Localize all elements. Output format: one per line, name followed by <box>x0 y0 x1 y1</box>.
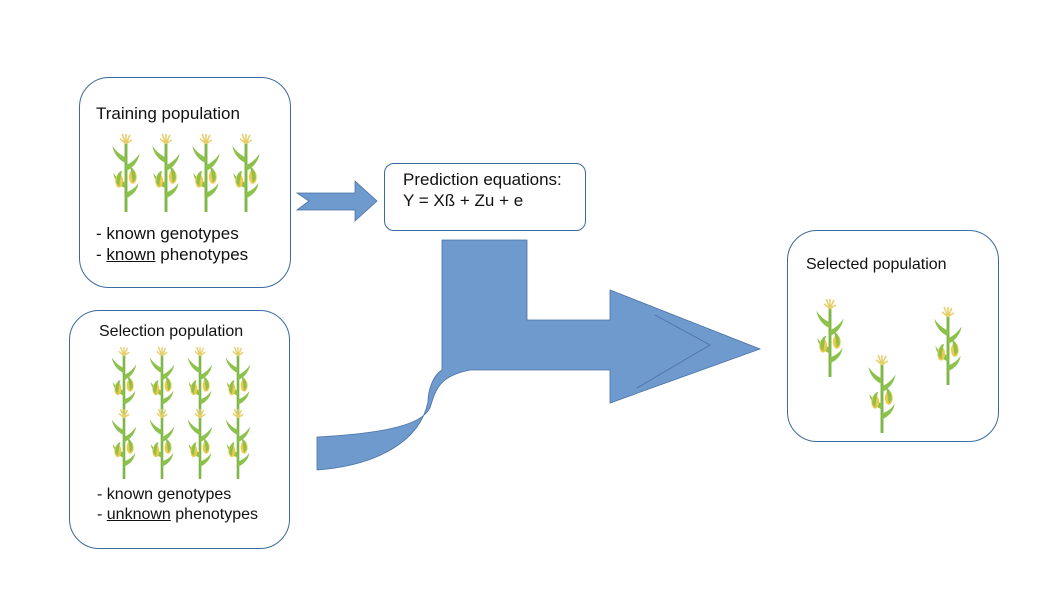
corn-plant-icon <box>110 134 142 212</box>
selection-population-box: Selection population - known genotypes -… <box>69 310 290 549</box>
corn-plant-icon <box>186 347 214 417</box>
selection-curve-arrow <box>316 239 762 471</box>
training-population-box: Training population - known genotypes - … <box>79 77 291 288</box>
training-to-equations-arrow <box>295 180 378 222</box>
selected-corn-plants <box>814 299 964 433</box>
corn-plant-icon <box>230 134 262 212</box>
selection-genotypes-text: - known genotypes <box>97 486 232 503</box>
training-genotypes-text: - known genotypes <box>96 224 239 243</box>
selection-phenotypes-prefix: - <box>97 506 107 523</box>
corn-plant-icon <box>110 347 138 417</box>
prediction-equations-title: Prediction equations: <box>403 170 562 189</box>
corn-plant-icon <box>148 409 176 479</box>
corn-plant-icon <box>866 355 898 433</box>
corn-plant-icon <box>224 409 252 479</box>
prediction-equations-box: Prediction equations: Y = Xß + Zu + e <box>384 163 586 231</box>
training-phenotypes-prefix: - <box>96 245 107 264</box>
selection-phenotypes-suffix: phenotypes <box>170 506 259 523</box>
selection-population-title: Selection population <box>99 323 244 340</box>
corn-plant-icon <box>190 134 222 212</box>
corn-plant-icon <box>814 299 846 377</box>
training-population-title: Training population <box>96 104 240 123</box>
arrowhead-edge <box>636 314 711 389</box>
corn-plant-icon <box>932 307 964 385</box>
corn-plant-icon <box>150 134 182 212</box>
selection-corn-plants <box>110 347 252 479</box>
training-corn-plants <box>110 134 262 212</box>
selection-phenotypes-underlined: unknown <box>106 506 171 523</box>
training-phenotypes-text: - known phenotypes <box>96 245 248 265</box>
corn-plant-icon <box>110 409 138 479</box>
corn-plant-icon <box>186 409 214 479</box>
corn-plant-icon <box>148 347 176 417</box>
training-phenotypes-suffix: phenotypes <box>155 245 249 264</box>
selected-population-box: Selected population <box>787 230 999 442</box>
prediction-equations-formula: Y = Xß + Zu + e <box>403 191 524 210</box>
corn-plant-icon <box>224 347 252 417</box>
training-phenotypes-underlined: known <box>106 245 156 264</box>
selected-population-title: Selected population <box>806 256 947 273</box>
selection-phenotypes-text: - unknown phenotypes <box>97 506 258 524</box>
